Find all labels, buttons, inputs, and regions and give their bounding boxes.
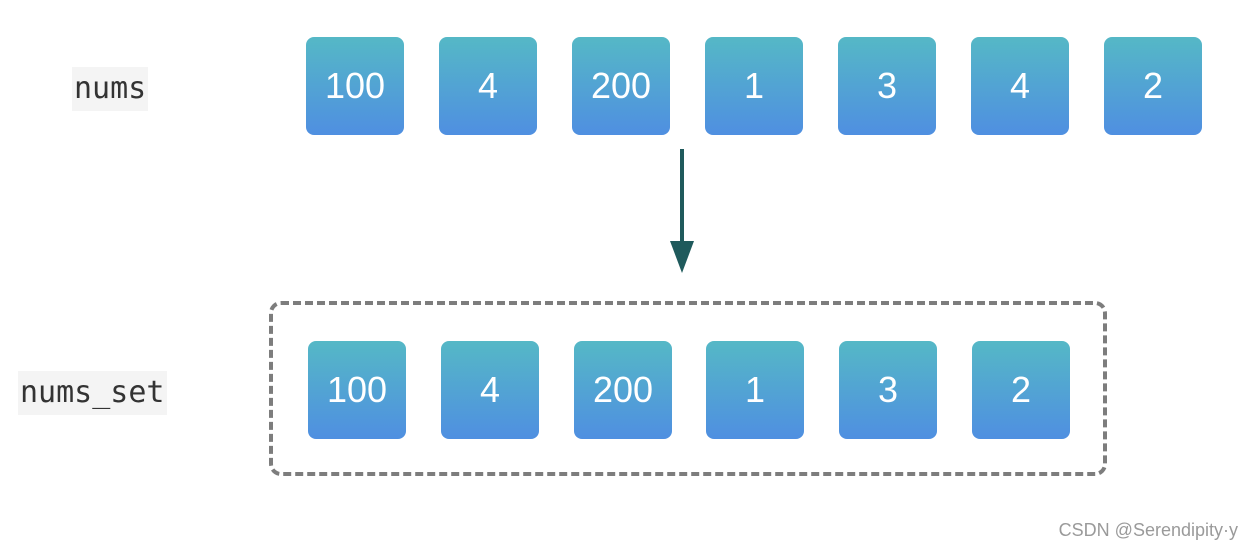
nums-set-cell: 3 — [839, 341, 937, 439]
nums-set-cell: 2 — [972, 341, 1070, 439]
nums-set-cell: 1 — [706, 341, 804, 439]
arrow-head — [670, 241, 694, 273]
nums-cell: 4 — [439, 37, 537, 135]
nums-set-cell: 4 — [441, 341, 539, 439]
nums-label: nums — [72, 67, 149, 111]
nums-cell: 3 — [838, 37, 936, 135]
nums-set-cell: 100 — [308, 341, 406, 439]
nums-cell: 1 — [705, 37, 803, 135]
watermark: CSDN @Serendipity·y — [1058, 520, 1238, 540]
set-container-box — [269, 301, 1107, 476]
nums-cell: 4 — [971, 37, 1069, 135]
nums-set-label: nums_set — [18, 371, 167, 415]
nums-cell: 200 — [572, 37, 670, 135]
nums-cell: 2 — [1104, 37, 1202, 135]
down-arrow-icon — [670, 149, 694, 273]
nums-set-cell: 200 — [574, 341, 672, 439]
nums-cell: 100 — [306, 37, 404, 135]
